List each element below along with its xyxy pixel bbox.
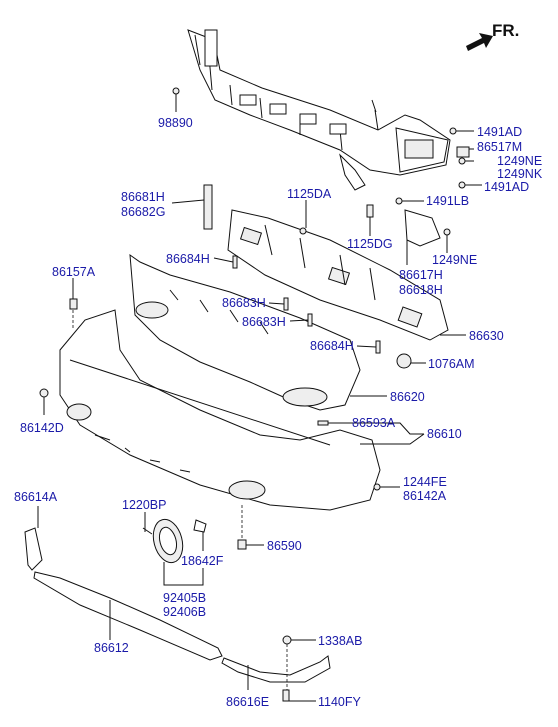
label-18642F: 18642F xyxy=(181,554,224,568)
label-86616E: 86616E xyxy=(226,695,269,709)
label-98890: 98890 xyxy=(158,116,193,130)
label-86593A: 86593A xyxy=(352,416,396,430)
label-86683H-upper: 86683H xyxy=(222,296,266,310)
label-1249NK: 1249NK xyxy=(497,167,543,181)
label-1491AD-lower: 1491AD xyxy=(484,180,529,194)
fasteners xyxy=(39,87,470,702)
label-86517M: 86517M xyxy=(477,140,522,154)
label-86683H-lower: 86683H xyxy=(242,315,286,329)
fog-lamp-group xyxy=(142,518,207,564)
bumper-absorber-86620 xyxy=(129,253,361,411)
label-86682G: 86682G xyxy=(121,205,165,219)
label-86142A: 86142A xyxy=(403,489,447,503)
bumper-cover-86610 xyxy=(59,309,381,511)
label-1140FY: 1140FY xyxy=(318,695,362,709)
leader-lines xyxy=(37,94,482,702)
front-label: FR. xyxy=(492,21,519,40)
label-1338AB: 1338AB xyxy=(318,634,362,648)
label-1244FE: 1244FE xyxy=(403,475,447,489)
label-86620: 86620 xyxy=(390,390,425,404)
label-86618H: 86618H xyxy=(399,283,443,297)
bumper-beam-86630 xyxy=(227,209,449,341)
label-86681H: 86681H xyxy=(121,190,165,204)
label-1249NE-lower: 1249NE xyxy=(432,253,477,267)
label-92405B: 92405B xyxy=(163,591,206,605)
front-arrow-icon xyxy=(466,33,493,51)
label-86684H-upper: 86684H xyxy=(166,252,210,266)
label-86157A: 86157A xyxy=(52,265,96,279)
label-86612: 86612 xyxy=(94,641,129,655)
bumper-lower-trims xyxy=(24,527,331,683)
label-1076AM: 1076AM xyxy=(428,357,475,371)
label-1491LB: 1491LB xyxy=(426,194,469,208)
label-86630: 86630 xyxy=(469,329,504,343)
part-labels: 98890 1491AD 86517M 1249NE 1249NK 1491AD… xyxy=(14,116,543,709)
label-86142D: 86142D xyxy=(20,421,64,435)
label-86610: 86610 xyxy=(427,427,462,441)
label-86614A: 86614A xyxy=(14,490,58,504)
label-1125DA: 1125DA xyxy=(287,187,332,201)
front-direction-indicator: FR. xyxy=(466,21,519,51)
label-92406B: 92406B xyxy=(163,605,206,619)
label-1491AD-upper: 1491AD xyxy=(477,125,522,139)
label-1125DG: 1125DG xyxy=(347,237,393,251)
label-86684H-lower: 86684H xyxy=(310,339,354,353)
label-86617H: 86617H xyxy=(399,268,443,282)
label-1249NE-upper: 1249NE xyxy=(497,154,542,168)
bumper-carrier-assembly xyxy=(187,29,451,191)
label-86590: 86590 xyxy=(267,539,302,553)
label-1220BP: 1220BP xyxy=(122,498,166,512)
